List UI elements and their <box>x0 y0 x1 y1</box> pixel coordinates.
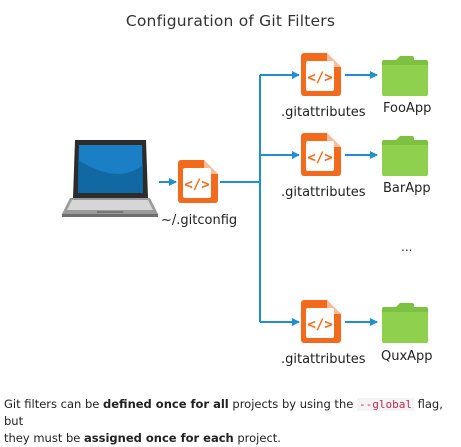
gitconfig-file-icon <box>178 160 218 203</box>
laptop-icon <box>62 140 158 217</box>
folder-label-fooapp: FooApp <box>383 101 432 116</box>
caption-emphasis: defined once for all <box>103 397 229 411</box>
folder-label-barapp: BarApp <box>383 181 431 196</box>
caption-text: project. <box>233 431 281 445</box>
caption: Git filters can be defined once for all … <box>4 396 459 447</box>
gitattributes-label: .gitattributes <box>281 352 366 367</box>
caption-text: flag, but <box>4 397 443 428</box>
folder-icon <box>382 136 428 176</box>
folder-icon <box>382 303 428 343</box>
arrow-connectors <box>159 71 378 326</box>
gitattributes-file-icon <box>301 133 341 176</box>
caption-text: projects by using the <box>228 397 357 411</box>
gitconfig-label: ~/.gitconfig <box>161 213 238 228</box>
folder-icon <box>382 56 428 96</box>
gitattributes-file-icon <box>301 53 341 96</box>
gitattributes-label: .gitattributes <box>281 185 366 200</box>
folder-label-quxapp: QuxApp <box>381 349 433 364</box>
caption-text: Git filters can be <box>4 397 104 411</box>
caption-emphasis: assigned once for each <box>84 431 234 445</box>
caption-code-flag: --global <box>356 398 414 411</box>
gitattributes-label: .gitattributes <box>281 105 366 120</box>
ellipsis-more-projects: ... <box>401 240 413 254</box>
gitattributes-file-icon <box>301 300 341 343</box>
diagram-title: Configuration of Git Filters <box>125 12 336 30</box>
diagram-canvas: </> <box>62 53 428 343</box>
caption-text: they must be <box>4 431 85 445</box>
